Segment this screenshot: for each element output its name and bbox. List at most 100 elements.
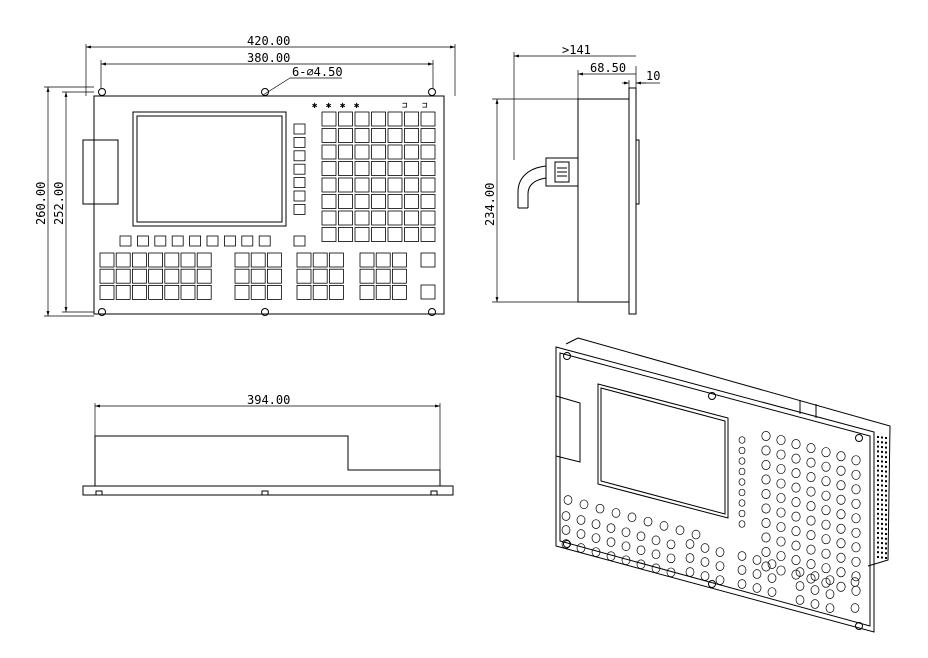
vent-slot <box>877 551 879 554</box>
vent-slot <box>877 440 879 443</box>
iso-key <box>851 498 861 509</box>
keypad-key <box>119 235 132 247</box>
keypad-key <box>420 111 436 127</box>
vent-slot <box>881 542 883 545</box>
vent-slot <box>885 542 887 545</box>
iso-key <box>738 520 746 528</box>
iso-key <box>795 595 805 605</box>
iso-key <box>738 499 746 507</box>
mounting-hole <box>98 88 106 96</box>
iso-key <box>700 557 710 567</box>
keypad-key <box>328 284 344 300</box>
iso-front-panel-inner <box>559 352 871 627</box>
keypad-key <box>312 284 328 300</box>
dim-panel-thickness-label: 10 <box>646 69 660 83</box>
iso-screen <box>600 387 726 515</box>
keypad-key <box>164 284 180 300</box>
iso-key <box>561 511 571 521</box>
iso-key <box>737 551 747 561</box>
iso-key <box>767 559 777 569</box>
vent-slot <box>881 441 883 444</box>
iso-key <box>767 573 777 583</box>
keypad-key <box>206 235 219 247</box>
dim-body-depth: 68.50 <box>577 61 636 100</box>
keypad-key <box>338 161 353 176</box>
iso-key <box>806 472 816 483</box>
keypad-key <box>296 268 312 284</box>
mounting-hole <box>98 308 106 316</box>
vent-slot <box>885 485 887 487</box>
vent-slot <box>881 479 883 482</box>
keypad-key <box>293 190 306 202</box>
dim-overall-height: 260.00 <box>34 86 94 317</box>
vent-slot <box>881 450 883 453</box>
iso-key <box>821 534 831 545</box>
keypad-key <box>359 284 375 300</box>
vent-slot <box>881 518 883 521</box>
iso-key <box>776 536 786 547</box>
iso-key <box>685 539 695 549</box>
top-boss <box>95 490 103 496</box>
lamp-icon: ✱ <box>354 101 360 111</box>
keypad-key <box>266 252 282 268</box>
keypad-key <box>420 161 436 176</box>
iso-key <box>621 555 631 565</box>
iso-key <box>606 523 616 533</box>
lamp-icon: ✱ <box>326 101 332 111</box>
iso-key <box>851 527 861 538</box>
keypad-key <box>99 284 115 300</box>
iso-screen-frame <box>597 383 729 519</box>
dim-overall-width-label: 420.00 <box>247 34 290 48</box>
vent-slot <box>877 450 879 453</box>
vent-slot <box>885 437 887 439</box>
iso-key <box>851 513 861 524</box>
iso-key <box>836 480 846 491</box>
iso-key <box>836 465 846 476</box>
keypad-key <box>354 128 370 143</box>
iso-key <box>675 525 685 535</box>
iso-key <box>821 563 831 574</box>
keypad-key <box>328 252 344 268</box>
keypad-key <box>266 268 282 284</box>
iso-key <box>752 569 762 579</box>
keypad-key <box>420 284 436 300</box>
iso-key <box>851 571 861 582</box>
vent-slot <box>881 508 883 511</box>
iso-key <box>791 511 801 522</box>
iso-key <box>776 565 786 576</box>
iso-key <box>591 533 601 543</box>
keypad-key <box>266 284 282 300</box>
keypad-key <box>312 252 328 268</box>
iso-key <box>791 540 801 551</box>
side-connector <box>517 157 579 209</box>
keypad-key <box>321 144 337 160</box>
hole-callout: 6-⌀4.50 <box>262 65 343 96</box>
mounting-hole <box>261 308 269 316</box>
mounting-hole <box>261 88 269 96</box>
iso-key <box>579 499 589 510</box>
iso-key <box>738 467 746 476</box>
vent-slot <box>881 513 883 516</box>
keypad-key <box>180 252 196 268</box>
keypad-key <box>371 177 386 193</box>
dim-hole-spacing-height: 252.00 <box>52 91 94 313</box>
lamp-icon: ✱ <box>312 101 318 111</box>
keypad-key <box>387 177 403 193</box>
top-view: 394.00 <box>82 393 454 496</box>
keypad-key <box>387 144 403 160</box>
iso-key <box>825 589 835 599</box>
keypad-key <box>321 227 337 242</box>
iso-key <box>851 585 861 596</box>
vent-slot <box>877 498 879 501</box>
vent-slot <box>877 479 879 482</box>
iso-key <box>776 449 786 460</box>
vent-slot <box>877 493 879 496</box>
keypad-key <box>420 128 436 143</box>
iso-front-panel <box>555 346 875 633</box>
vent-slot <box>881 537 883 540</box>
vent-slot <box>881 455 883 458</box>
vent-slot <box>881 489 883 492</box>
vent-slot <box>877 512 879 515</box>
vent-slot <box>885 470 887 473</box>
keypad-key <box>250 252 266 268</box>
